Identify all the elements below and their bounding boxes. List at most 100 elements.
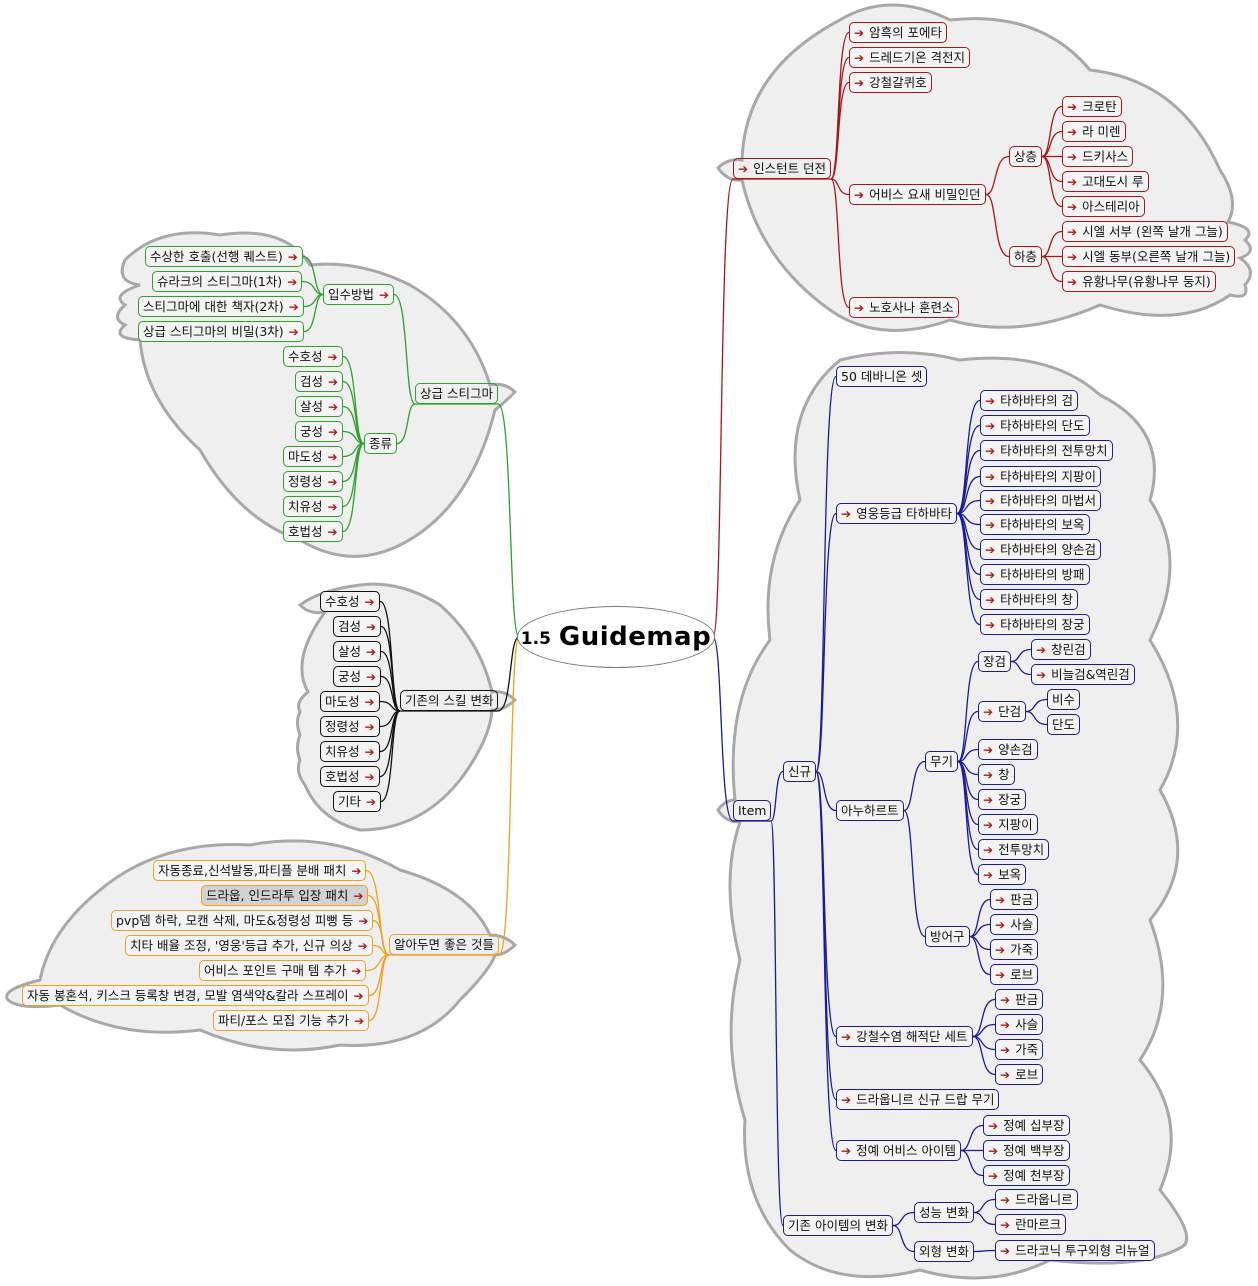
topic-node-b5[interactable]: ➔드라웁니르 신규 드랍 무기	[836, 1089, 1000, 1110]
link-arrow-icon[interactable]: ➔	[1067, 150, 1078, 164]
topic-node-dg1[interactable]: 비수	[1047, 689, 1081, 710]
topic-node-g3[interactable]: 스티그마에 대한 책자(2차)➔	[138, 296, 304, 317]
topic-node-o6[interactable]: 자동 봉혼석, 키스크 등록창 변경, 모발 염색약&칼라 스프레이➔	[22, 985, 369, 1006]
topic-node-skill[interactable]: 기존의 스킬 변화	[400, 690, 499, 711]
topic-node-t8[interactable]: ➔타하바타의 방패	[980, 564, 1090, 585]
topic-node-u3[interactable]: ➔드키사스	[1062, 146, 1134, 167]
topic-node-g1[interactable]: 수상한 호출(선행 퀘스트)➔	[145, 246, 303, 267]
link-arrow-icon[interactable]: ➔	[1000, 1218, 1011, 1232]
topic-node-k4[interactable]: 궁성➔	[295, 421, 344, 442]
link-arrow-icon[interactable]: ➔	[327, 500, 338, 514]
link-arrow-icon[interactable]: ➔	[985, 494, 996, 508]
link-arrow-icon[interactable]: ➔	[366, 670, 377, 684]
link-arrow-icon[interactable]: ➔	[1036, 668, 1047, 682]
link-arrow-icon[interactable]: ➔	[288, 325, 299, 339]
link-arrow-icon[interactable]: ➔	[328, 400, 339, 414]
link-arrow-icon[interactable]: ➔	[985, 419, 996, 433]
link-arrow-icon[interactable]: ➔	[1067, 250, 1078, 264]
topic-node-k3[interactable]: 살성➔	[295, 396, 344, 417]
topic-node-inst[interactable]: ➔인스턴트 던전	[733, 158, 832, 179]
link-arrow-icon[interactable]: ➔	[364, 720, 375, 734]
link-arrow-icon[interactable]: ➔	[1036, 643, 1047, 657]
topic-node-w7[interactable]: ➔전투망치	[978, 839, 1050, 860]
topic-node-e3[interactable]: ➔정예 천부장	[983, 1165, 1070, 1186]
link-arrow-icon[interactable]: ➔	[988, 1119, 999, 1133]
link-arrow-icon[interactable]: ➔	[1000, 1244, 1011, 1258]
link-arrow-icon[interactable]: ➔	[1067, 200, 1078, 214]
link-arrow-icon[interactable]: ➔	[1067, 225, 1078, 239]
link-arrow-icon[interactable]: ➔	[1067, 100, 1078, 114]
topic-node-o1[interactable]: 자동종료,신석발동,파티플 분배 패치➔	[153, 860, 367, 881]
topic-node-ls1[interactable]: ➔창린검	[1031, 639, 1091, 660]
topic-node-acq[interactable]: 입수방법➔	[323, 284, 395, 305]
topic-node-o3[interactable]: pvp뎀 하락, 모캔 삭제, 마도&정령성 피뻥 등➔	[111, 910, 374, 931]
link-arrow-icon[interactable]: ➔	[985, 518, 996, 532]
topic-node-k8[interactable]: 호법성➔	[283, 521, 343, 542]
link-arrow-icon[interactable]: ➔	[854, 188, 865, 202]
topic-node-k1[interactable]: 수호성➔	[283, 346, 343, 367]
topic-node-a4[interactable]: ➔로브	[990, 964, 1039, 985]
topic-node-o5[interactable]: 어비스 포인트 구매 템 추가➔	[199, 960, 367, 981]
topic-node-tips[interactable]: 알아두면 좋은 것들	[389, 934, 499, 955]
topic-node-w4[interactable]: ➔창	[978, 764, 1015, 785]
topic-node-pf1[interactable]: ➔드라웁니르	[995, 1189, 1078, 1210]
topic-node-w5[interactable]: ➔장궁	[978, 789, 1027, 810]
topic-node-r2[interactable]: ➔드레드기온 격전지	[849, 47, 971, 68]
topic-node-g2[interactable]: 슈라크의 스티그마(1차)➔	[152, 271, 303, 292]
link-arrow-icon[interactable]: ➔	[366, 620, 377, 634]
link-arrow-icon[interactable]: ➔	[854, 76, 865, 90]
topic-node-s4[interactable]: 궁성➔	[333, 666, 382, 687]
topic-node-item[interactable]: Item	[733, 800, 772, 821]
link-arrow-icon[interactable]: ➔	[985, 543, 996, 557]
topic-node-u4[interactable]: ➔고대도시 루	[1062, 171, 1149, 192]
topic-node-t1[interactable]: ➔타하바타의 검	[980, 390, 1079, 411]
link-arrow-icon[interactable]: ➔	[988, 1144, 999, 1158]
link-arrow-icon[interactable]: ➔	[988, 1169, 999, 1183]
link-arrow-icon[interactable]: ➔	[854, 26, 865, 40]
link-arrow-icon[interactable]: ➔	[983, 768, 994, 782]
topic-node-old[interactable]: 기존 아이템의 변화	[783, 1215, 893, 1236]
topic-node-b6[interactable]: ➔정예 어비스 아이템	[836, 1140, 962, 1161]
link-arrow-icon[interactable]: ➔	[995, 943, 1006, 957]
topic-node-u2[interactable]: ➔라 미렌	[1062, 121, 1126, 142]
link-arrow-icon[interactable]: ➔	[358, 914, 369, 928]
link-arrow-icon[interactable]: ➔	[366, 795, 377, 809]
topic-node-w3[interactable]: ➔양손검	[978, 739, 1038, 760]
topic-node-a3[interactable]: ➔가죽	[990, 939, 1039, 960]
topic-node-s3[interactable]: 살성➔	[333, 641, 382, 662]
topic-node-t3[interactable]: ➔타하바타의 전투망치	[980, 440, 1113, 461]
topic-node-new[interactable]: 신규	[783, 761, 817, 782]
link-arrow-icon[interactable]: ➔	[366, 645, 377, 659]
topic-node-s7[interactable]: 치유성➔	[320, 741, 380, 762]
topic-node-look[interactable]: 외형 변화	[914, 1241, 974, 1262]
link-arrow-icon[interactable]: ➔	[353, 989, 364, 1003]
link-arrow-icon[interactable]: ➔	[1067, 175, 1078, 189]
topic-node-d3[interactable]: ➔유황나무(유황나무 둥지)	[1062, 271, 1216, 292]
topic-node-s6[interactable]: 정령성➔	[320, 716, 380, 737]
topic-node-o7[interactable]: 파티/포스 모집 기능 추가➔	[213, 1010, 370, 1031]
link-arrow-icon[interactable]: ➔	[1000, 1193, 1011, 1207]
topic-node-arm[interactable]: 방어구	[925, 926, 970, 947]
topic-node-ls2[interactable]: ➔비늘검&역린검	[1031, 664, 1135, 685]
topic-node-a1[interactable]: ➔판금	[990, 889, 1039, 910]
link-arrow-icon[interactable]: ➔	[354, 1014, 365, 1028]
link-arrow-icon[interactable]: ➔	[364, 595, 375, 609]
topic-node-r1[interactable]: ➔암흑의 포에타	[849, 22, 948, 43]
topic-node-s2[interactable]: 검성➔	[333, 616, 382, 637]
topic-node-p3[interactable]: ➔가죽	[995, 1039, 1044, 1060]
topic-node-p1[interactable]: ➔판금	[995, 989, 1044, 1010]
link-arrow-icon[interactable]: ➔	[985, 568, 996, 582]
link-arrow-icon[interactable]: ➔	[353, 889, 364, 903]
link-arrow-icon[interactable]: ➔	[995, 893, 1006, 907]
topic-node-lk1[interactable]: ➔드라코닉 투구외형 리뉴얼	[995, 1240, 1155, 1261]
link-arrow-icon[interactable]: ➔	[983, 843, 994, 857]
topic-node-r4[interactable]: ➔어비스 요새 비밀인던	[849, 184, 986, 205]
topic-node-stig[interactable]: 상급 스티그마	[415, 383, 498, 404]
topic-node-k2[interactable]: 검성➔	[295, 371, 344, 392]
link-arrow-icon[interactable]: ➔	[1067, 125, 1078, 139]
topic-node-u5[interactable]: ➔아스테리아	[1062, 196, 1145, 217]
topic-node-w8[interactable]: ➔보옥	[978, 864, 1027, 885]
link-arrow-icon[interactable]: ➔	[351, 864, 362, 878]
topic-node-e2[interactable]: ➔정예 백부장	[983, 1140, 1070, 1161]
topic-node-r5[interactable]: ➔노호사나 훈련소	[849, 297, 959, 318]
